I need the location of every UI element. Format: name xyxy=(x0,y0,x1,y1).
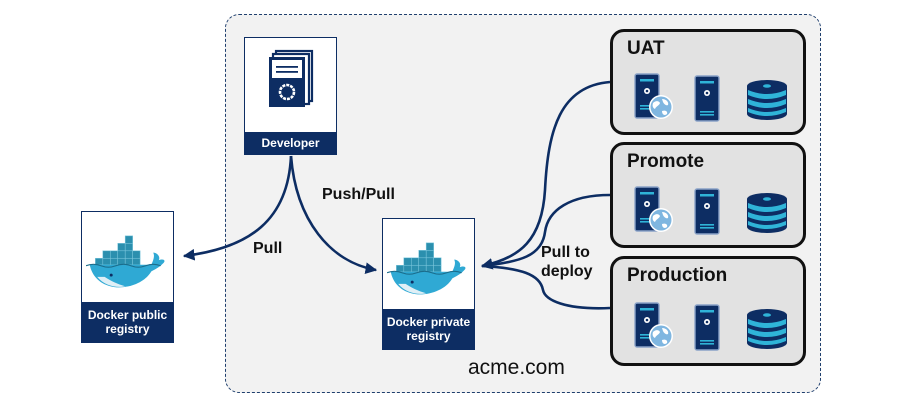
environment-uat[interactable]: UAT xyxy=(610,29,806,135)
edge-label-pull-to-deploy-line1: Pull to xyxy=(541,244,590,261)
edge-production-to-private-registry xyxy=(481,264,611,310)
docker-public-registry-node[interactable]: Docker public registry xyxy=(81,211,174,343)
docker-private-registry-label-line2: registry xyxy=(406,329,451,343)
environment-uat-title: UAT xyxy=(627,38,665,59)
edge-promote-to-private-registry xyxy=(481,193,611,268)
docker-private-registry-node[interactable]: Docker private registry xyxy=(382,218,475,350)
edge-developer-to-public-registry xyxy=(182,155,293,261)
docker-private-registry-label: Docker private registry xyxy=(383,309,474,349)
edge-label-push-pull: Push/Pull xyxy=(322,186,395,203)
developer-node[interactable]: Developer xyxy=(244,37,337,155)
environment-promote-title: Promote xyxy=(627,151,705,172)
developer-label: Developer xyxy=(245,132,336,154)
environment-production[interactable]: Production xyxy=(610,256,806,366)
docker-public-registry-label-line1: Docker public xyxy=(87,308,168,322)
docker-public-registry-label: Docker public registry xyxy=(82,302,173,342)
docker-public-registry-label-line2: registry xyxy=(105,322,150,336)
docker-private-registry-label-line1: Docker private xyxy=(386,315,471,329)
boundary-domain-label: acme.com xyxy=(468,356,565,379)
environment-promote[interactable]: Promote xyxy=(610,142,806,248)
edge-developer-to-private-registry xyxy=(289,155,378,274)
edge-label-pull: Pull xyxy=(253,240,283,257)
environment-production-title: Production xyxy=(627,265,728,286)
edge-uat-to-private-registry xyxy=(480,80,611,270)
edge-label-pull-to-deploy-line2: deploy xyxy=(541,263,593,280)
edge-label-pull-to-deploy: Pull to deploy xyxy=(541,243,593,281)
